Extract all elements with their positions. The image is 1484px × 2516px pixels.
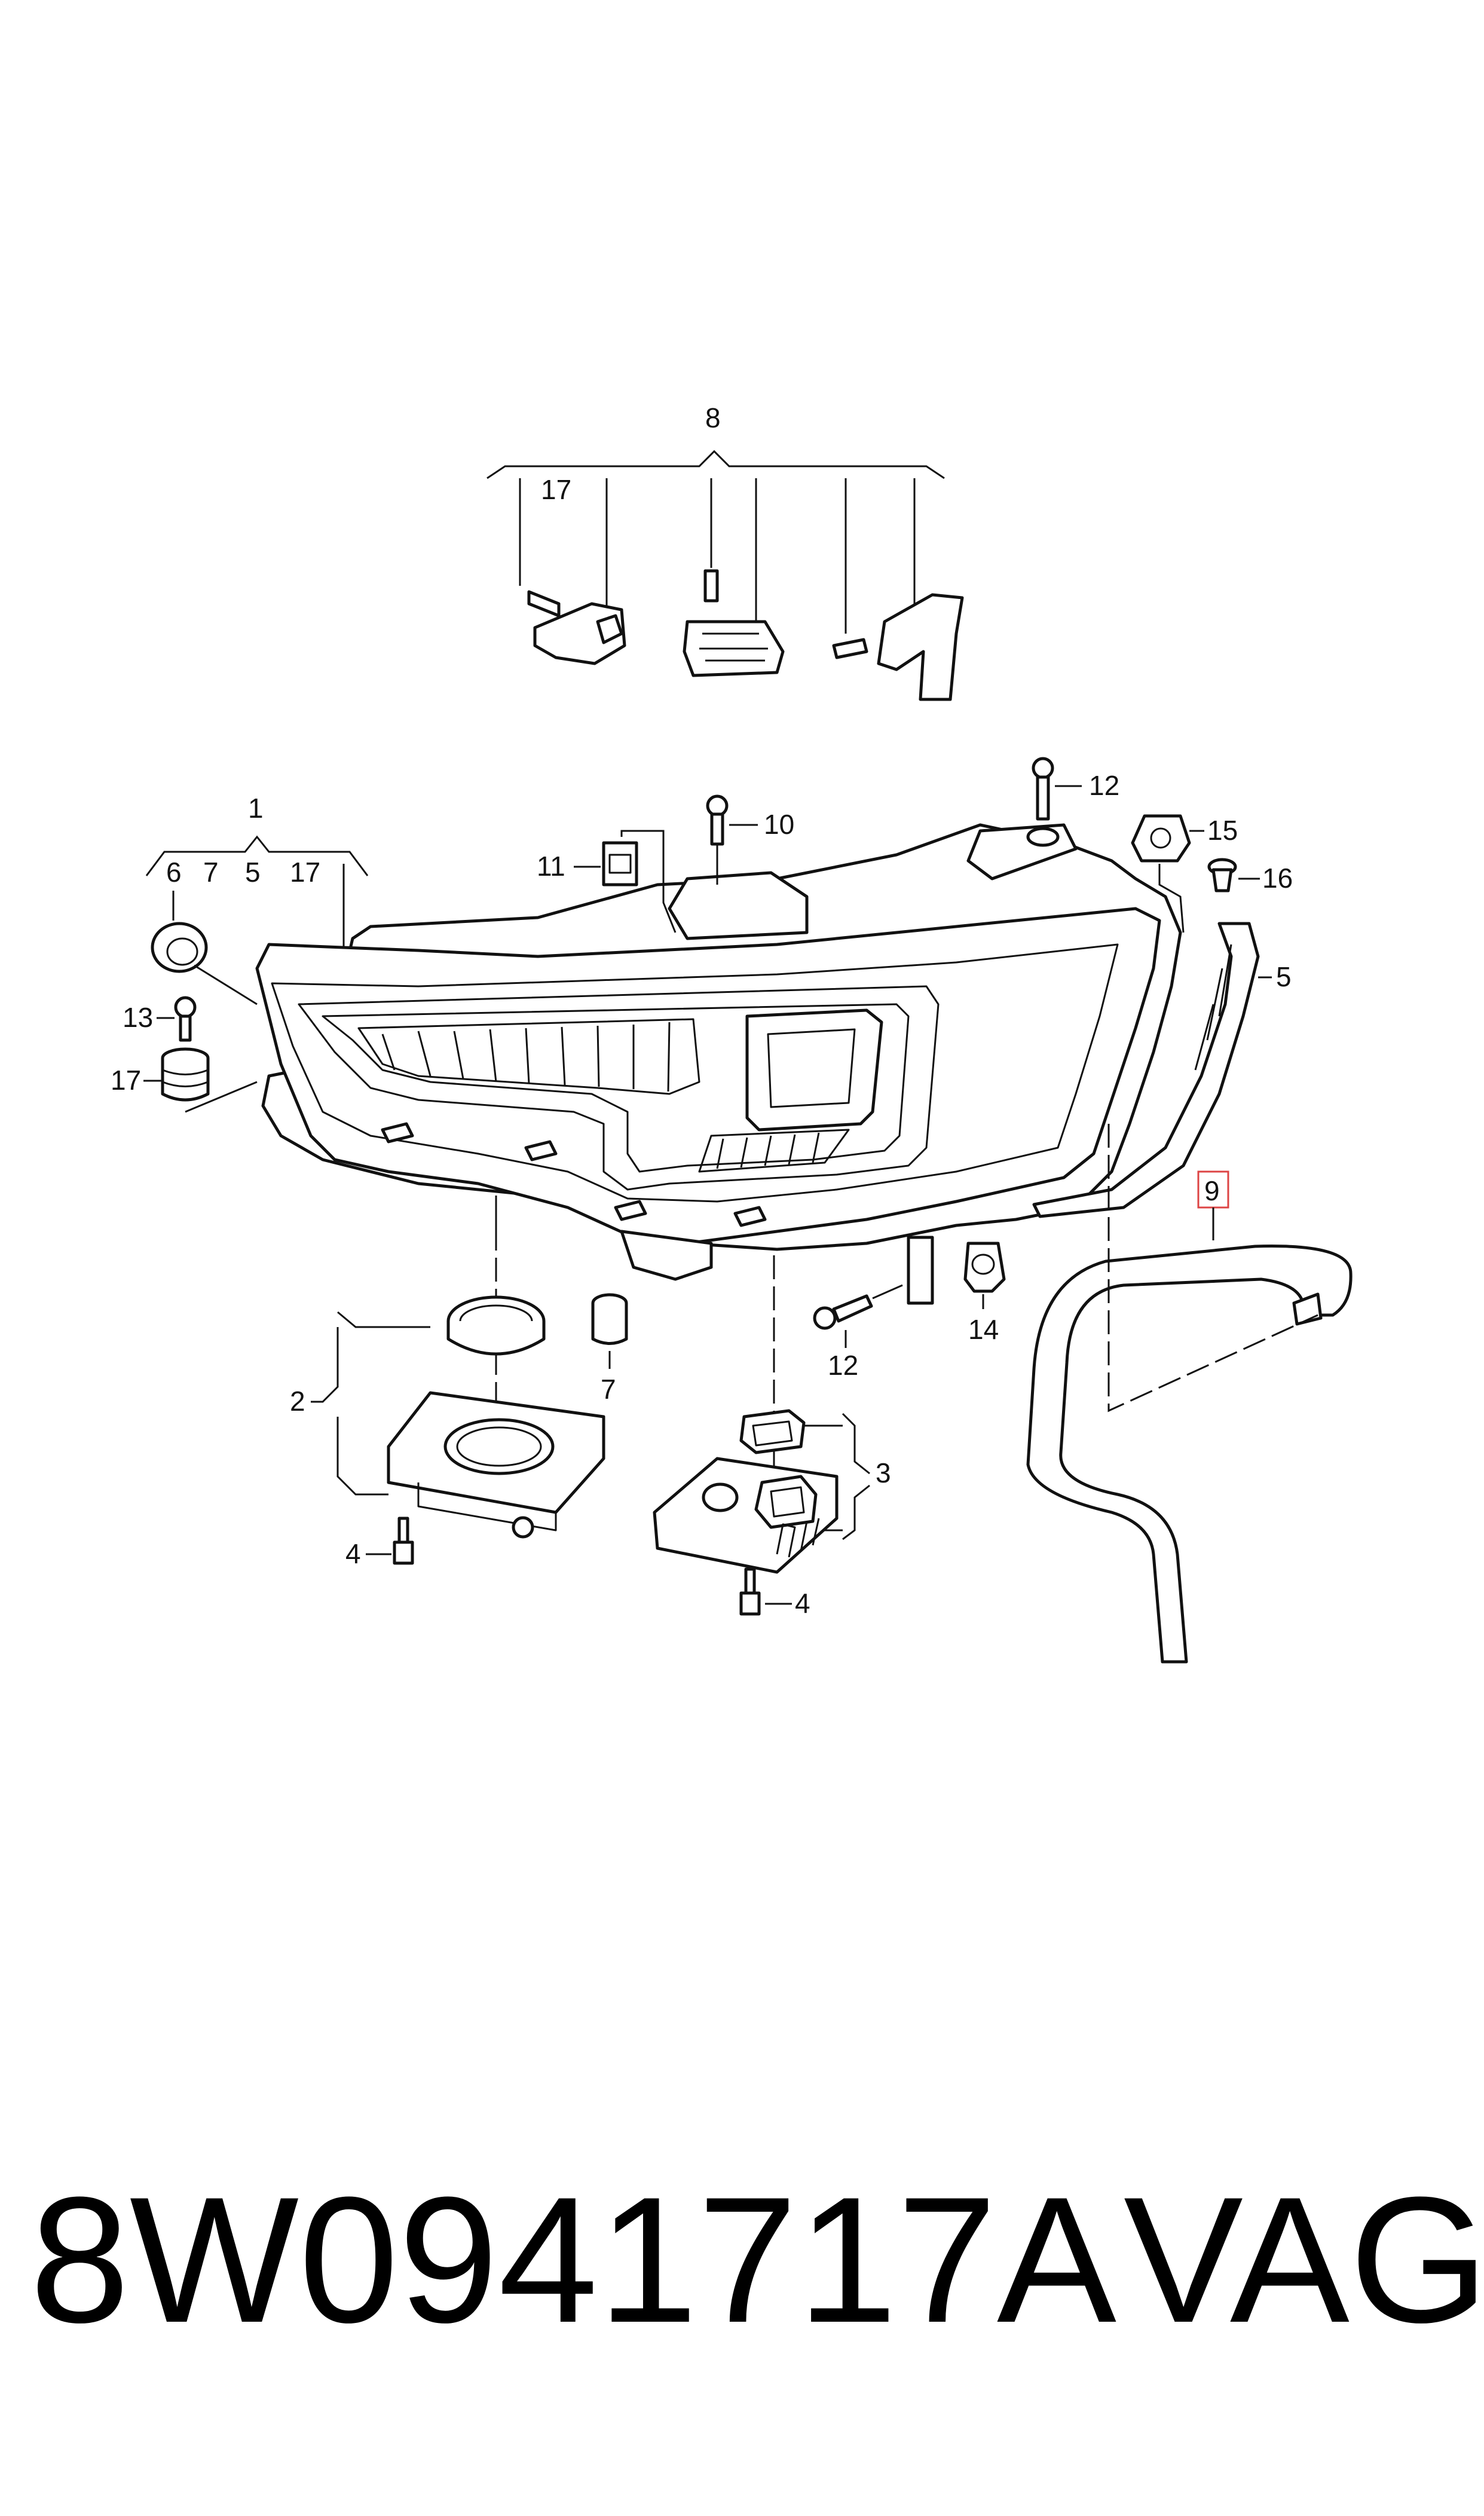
- label-7-top: 7: [203, 857, 219, 888]
- label-13: 13: [123, 1002, 153, 1033]
- label-1: 1: [248, 793, 264, 824]
- plug-16: 16: [1207, 858, 1293, 894]
- part-number: 8W0941717A: [30, 2159, 1117, 2360]
- module-3: 3 4: [653, 1409, 891, 1619]
- bracket-clamp-left: [527, 590, 626, 665]
- label-12-top: 12: [1089, 770, 1119, 801]
- label-17-top: 17: [541, 474, 571, 505]
- label-5-right: 5: [1276, 961, 1292, 992]
- label-3: 3: [876, 1457, 891, 1488]
- label-15: 15: [1207, 815, 1238, 846]
- label-2: 2: [290, 1386, 305, 1417]
- headlight-housing: [255, 823, 1182, 1305]
- label-7-bottom: 7: [601, 1374, 616, 1405]
- label-16: 16: [1262, 863, 1293, 894]
- brand: VAG: [1124, 2159, 1484, 2360]
- cylinder-7: 7: [495, 1207, 628, 1405]
- group-8-brackets: 8 17: [486, 402, 945, 634]
- nut-15: 15: [1131, 814, 1238, 933]
- label-11: 11: [537, 851, 565, 882]
- bracket-arm-right: [832, 593, 964, 701]
- label-12-bottom: 12: [828, 1350, 858, 1381]
- label-4-left: 4: [345, 1538, 361, 1569]
- clip-11: 11: [537, 830, 677, 933]
- module-2: 2 4: [290, 1295, 605, 1569]
- screw-13: 13: [123, 996, 197, 1042]
- label-17-left: 17: [111, 1065, 141, 1096]
- group-1-bracket: 1 6 7 5 17: [145, 793, 369, 956]
- footer: 8W0941717A VAG: [30, 2152, 1484, 2367]
- label-9: 9: [1204, 1175, 1220, 1206]
- screw-12-top: 12: [1026, 757, 1119, 847]
- label-14: 14: [968, 1314, 999, 1345]
- label-17-group1: 17: [290, 857, 320, 888]
- screw-12-bottom: 12: [813, 1284, 903, 1381]
- cap-part: [151, 922, 258, 1005]
- label-4-right: 4: [795, 1588, 810, 1619]
- bracket-plate-middle: [683, 569, 785, 677]
- side-reflector-5: 5: [1032, 922, 1292, 1218]
- screw-10: 10: [706, 794, 794, 885]
- label-8: 8: [705, 402, 721, 433]
- label-10: 10: [764, 809, 794, 840]
- clip-14: 14: [963, 1242, 1006, 1345]
- label-6: 6: [166, 857, 182, 888]
- label-5-top: 5: [245, 857, 261, 888]
- bushing-17: 17: [111, 1047, 258, 1113]
- hose-9: 9: [1026, 1124, 1353, 1664]
